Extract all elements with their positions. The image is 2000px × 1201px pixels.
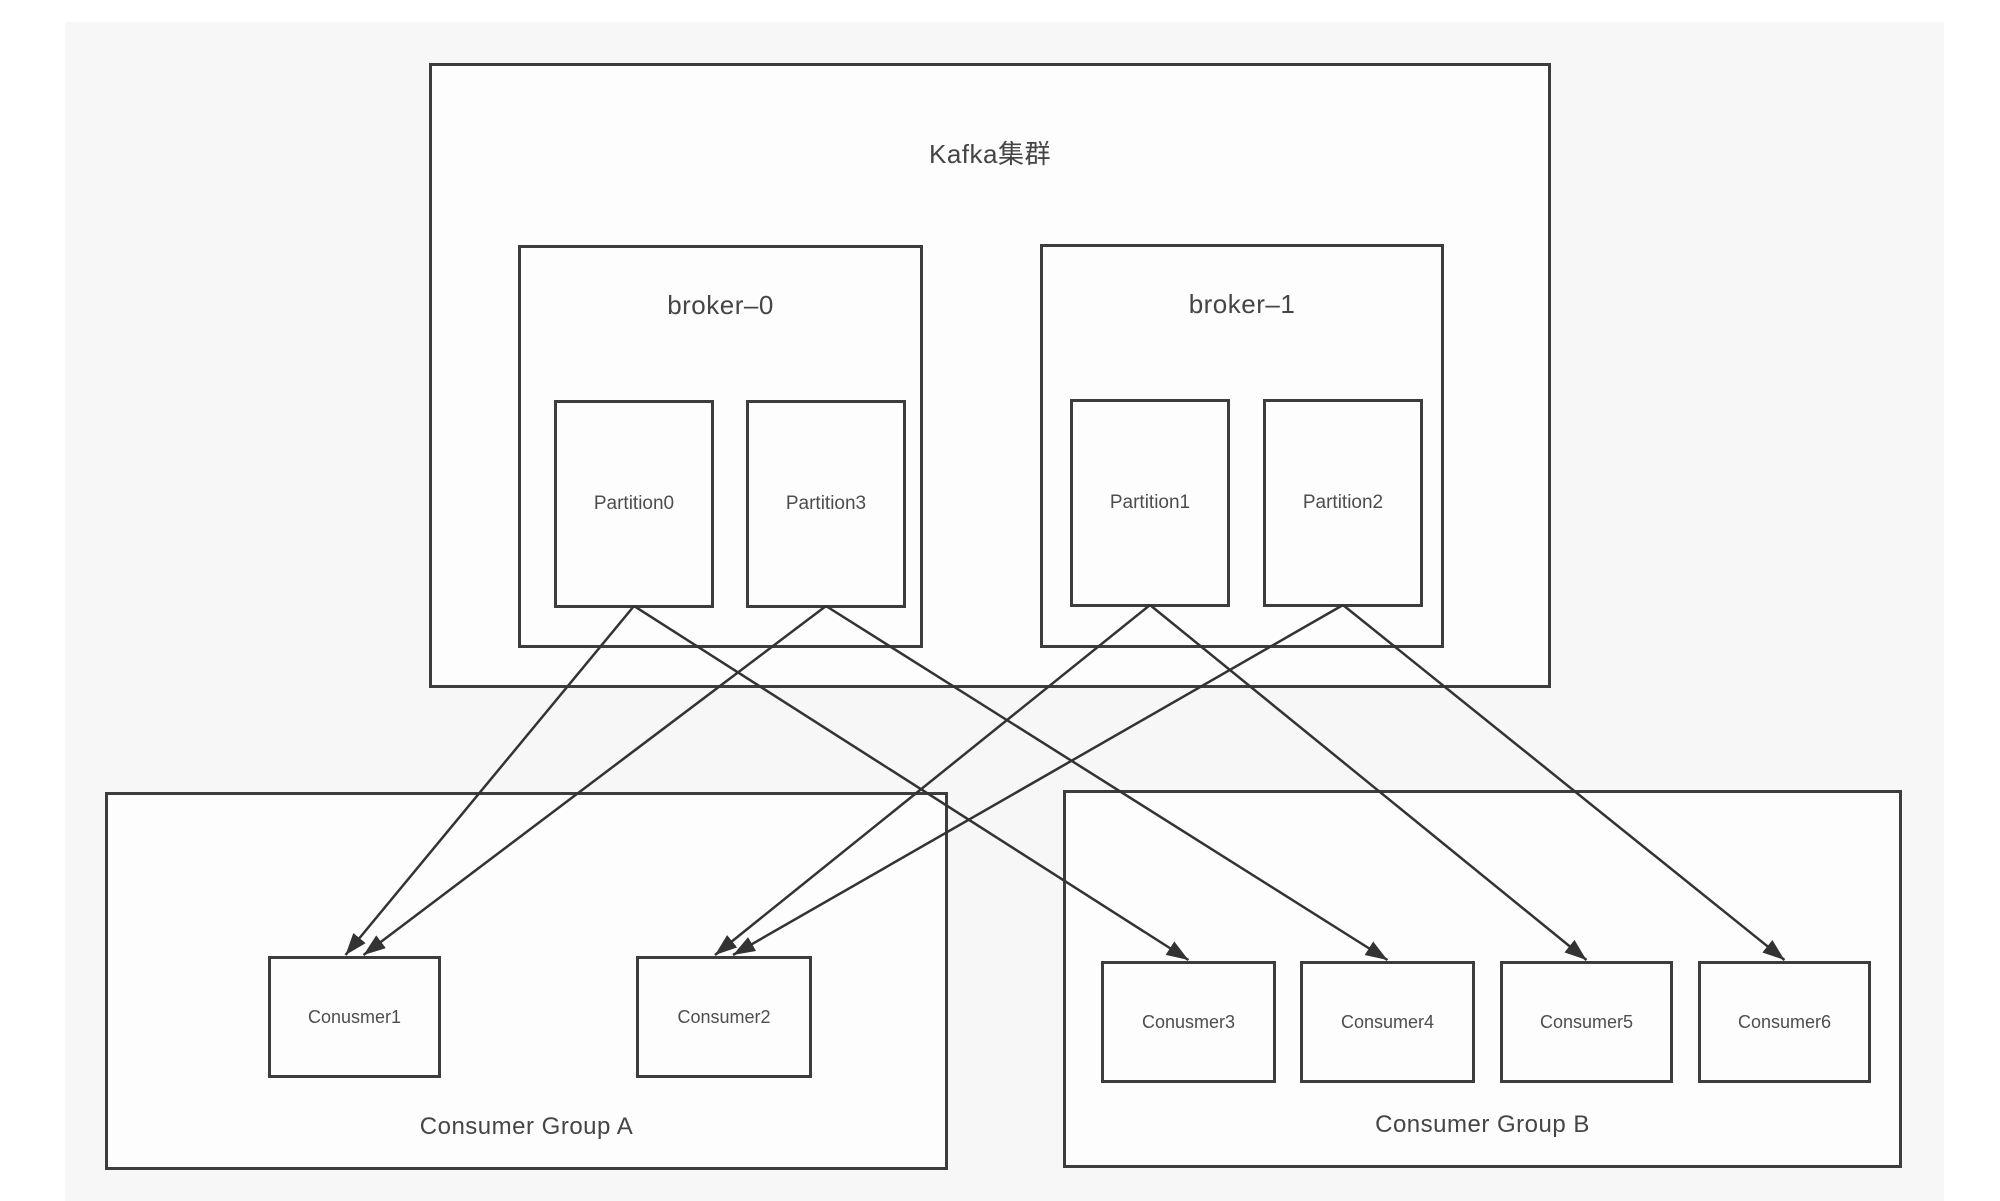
broker-1-label: broker–1 <box>1188 289 1296 319</box>
consumer-group-b-title: Consumer Group B <box>1375 1111 1590 1138</box>
kafka-cluster-title: Kafka集群 <box>929 139 1051 169</box>
partition1-label: Partition1 <box>1109 492 1191 513</box>
consumer3-label: Conusmer3 <box>1141 1011 1236 1032</box>
partition3-label: Partition3 <box>785 493 867 514</box>
consumer5-box: Consumer5 <box>1500 961 1673 1083</box>
broker-0-box: broker–0 Partition0 Partition3 <box>518 245 923 648</box>
consumer1-label: Conusmer1 <box>307 1006 402 1027</box>
partition0-box: Partition0 <box>554 400 714 608</box>
partition2-label: Partition2 <box>1302 492 1384 513</box>
consumer6-label: Consumer6 <box>1737 1011 1832 1032</box>
broker-1-box: broker–1 Partition1 Partition2 <box>1040 244 1444 648</box>
consumer-group-a-title: Consumer Group A <box>419 1113 634 1140</box>
consumer-group-a-box: Conusmer1 Consumer2 Consumer Group A <box>105 792 948 1170</box>
consumer4-box: Consumer4 <box>1300 961 1475 1083</box>
consumer1-box: Conusmer1 <box>268 956 441 1078</box>
consumer2-label: Consumer2 <box>677 1006 771 1027</box>
consumer2-box: Consumer2 <box>636 956 812 1078</box>
partition2-box: Partition2 <box>1263 399 1423 607</box>
consumer-group-b-box: Conusmer3 Consumer4 Consumer5 Consumer6 … <box>1063 790 1902 1168</box>
partition3-box: Partition3 <box>746 400 906 608</box>
consumer3-box: Conusmer3 <box>1101 961 1276 1083</box>
consumer6-box: Consumer6 <box>1698 961 1871 1083</box>
broker-0-label: broker–0 <box>667 290 774 320</box>
kafka-cluster-box: Kafka集群 broker–0 Partition0 Partition3 b… <box>429 63 1551 688</box>
partition1-box: Partition1 <box>1070 399 1230 607</box>
consumer4-label: Consumer4 <box>1340 1011 1435 1032</box>
partition0-label: Partition0 <box>593 493 675 514</box>
consumer5-label: Consumer5 <box>1539 1011 1634 1032</box>
